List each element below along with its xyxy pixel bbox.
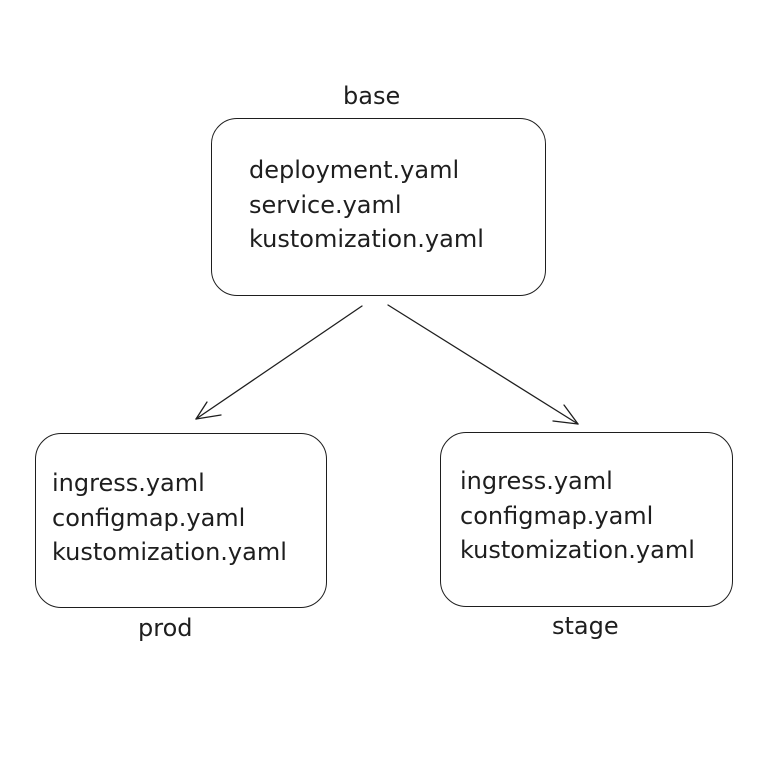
file-item: ingress.yaml <box>52 469 205 497</box>
file-item: kustomization.yaml <box>460 536 695 564</box>
arrow-base-to-prod <box>195 305 363 420</box>
file-item: deployment.yaml <box>249 156 460 184</box>
prod-box: ingress.yaml configmap.yaml kustomizatio… <box>35 433 327 608</box>
file-item: service.yaml <box>249 190 402 219</box>
base-file-list: deployment.yaml service.yaml kustomizati… <box>249 153 484 257</box>
arrow-base-to-stage <box>387 304 579 425</box>
file-item: kustomization.yaml <box>52 538 287 566</box>
stage-box: ingress.yaml configmap.yaml kustomizatio… <box>440 432 733 607</box>
prod-file-list: ingress.yaml configmap.yaml kustomizatio… <box>52 466 287 570</box>
stage-label: stage <box>552 612 619 640</box>
stage-file-list: ingress.yaml configmap.yaml kustomizatio… <box>460 464 695 568</box>
prod-label: prod <box>138 614 193 642</box>
base-label: base <box>343 82 401 110</box>
file-item: kustomization.yaml <box>249 225 484 253</box>
file-item: configmap.yaml <box>460 501 654 530</box>
base-box: deployment.yaml service.yaml kustomizati… <box>211 118 546 296</box>
file-item: ingress.yaml <box>460 467 613 495</box>
file-item: configmap.yaml <box>52 503 246 532</box>
